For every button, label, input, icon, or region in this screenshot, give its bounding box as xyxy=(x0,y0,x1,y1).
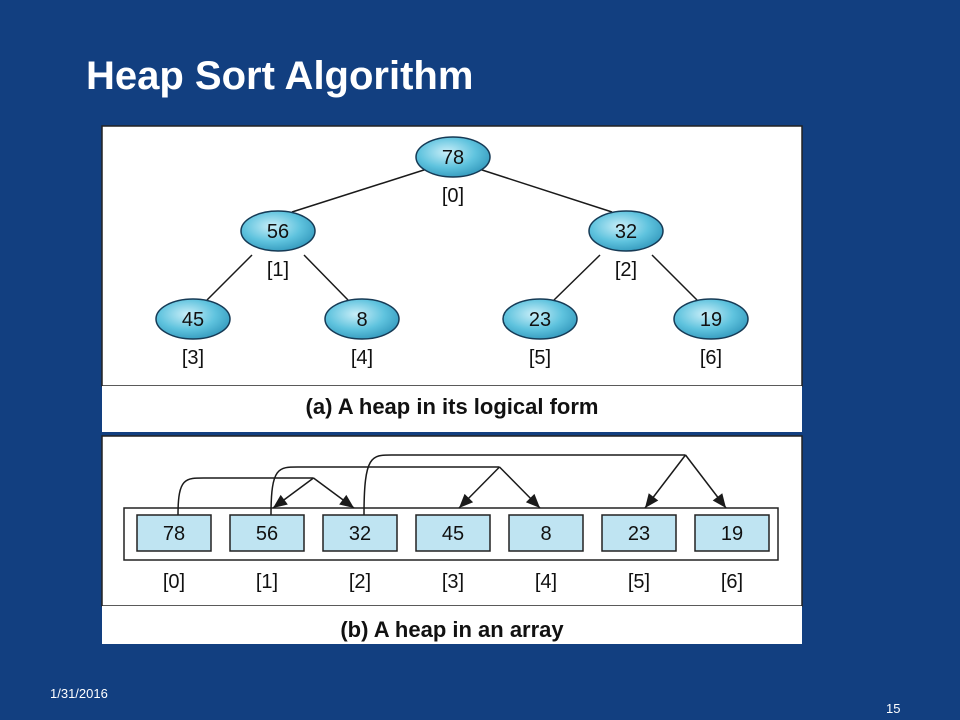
tree-node-ellipse xyxy=(588,210,664,252)
array-arrowhead xyxy=(459,493,474,508)
array-cell: 78 [0] xyxy=(136,514,212,593)
tree-node-ellipse xyxy=(324,298,400,340)
logical-form-panel: 78 [0] 56 [1] 32 [2] 45 [3] 8 [4] 23 [5] 19 [6] (a) A… xyxy=(101,125,803,432)
logical-form-caption-background xyxy=(102,386,802,432)
array-arrowhead xyxy=(712,493,726,508)
array-cell-index: [5] xyxy=(628,571,650,593)
tree-node-value: 56 xyxy=(267,221,289,243)
array-cell-box xyxy=(694,514,770,552)
array-cell-index: [0] xyxy=(163,571,185,593)
array-arrowhead xyxy=(525,493,540,508)
logical-form-caption: (a) A heap in its logical form xyxy=(306,394,599,419)
array-arrow-path xyxy=(363,454,686,516)
tree-edge xyxy=(553,254,601,301)
array-cell-box xyxy=(601,514,677,552)
tree-node-ellipse xyxy=(240,210,316,252)
tree-node-index: [1] xyxy=(267,259,289,281)
tree-node-index: [5] xyxy=(529,347,551,369)
tree-node-value: 45 xyxy=(182,309,204,331)
tree-node-value: 78 xyxy=(442,147,464,169)
tree-edges xyxy=(206,168,698,301)
array-cell-box xyxy=(415,514,491,552)
tree-node: 78 [0] xyxy=(415,136,491,207)
tree-node-index: [6] xyxy=(700,347,722,369)
tree-node-index: [4] xyxy=(351,347,373,369)
tree-node-ellipse xyxy=(502,298,578,340)
tree-edge xyxy=(303,254,349,301)
tree-node-value: 8 xyxy=(356,309,367,331)
slide-title: Heap Sort Algorithm xyxy=(86,54,474,98)
array-cell-value: 45 xyxy=(442,523,464,545)
array-cell-value: 78 xyxy=(163,523,185,545)
tree-edge xyxy=(291,168,428,213)
tree-node: 45 [3] xyxy=(155,298,231,369)
tree-node: 56 [1] xyxy=(240,210,316,281)
tree-node-value: 23 xyxy=(529,309,551,331)
array-arrowhead xyxy=(339,494,354,508)
array-cell-value: 56 xyxy=(256,523,278,545)
array-cell-value: 32 xyxy=(349,523,371,545)
tree-node-ellipse xyxy=(415,136,491,178)
array-cell-index: [6] xyxy=(721,571,743,593)
array-form-caption: (b) A heap in an array xyxy=(340,617,564,642)
array-cell-box xyxy=(508,514,584,552)
array-cell: 56 [1] xyxy=(229,514,305,593)
footer-page-number: 15 xyxy=(886,701,901,716)
array-arrowhead xyxy=(273,494,288,508)
array-cell: 45 [3] xyxy=(415,514,491,593)
tree-edge xyxy=(206,254,253,301)
array-cell-box xyxy=(322,514,398,552)
tree-node-index: [0] xyxy=(442,185,464,207)
tree-node-ellipse xyxy=(155,298,231,340)
array-form-caption-background xyxy=(102,606,802,644)
array-container xyxy=(123,507,779,561)
tree-edge xyxy=(478,168,613,213)
tree-node-value: 32 xyxy=(615,221,637,243)
tree-nodes: 78 [0] 56 [1] 32 [2] 45 [3] 8 [4] 23 [5] 19 [6] xyxy=(155,136,749,369)
array-cell-index: [4] xyxy=(535,571,557,593)
array-cell-value: 23 xyxy=(628,523,650,545)
tree-node-index: [2] xyxy=(615,259,637,281)
tree-edge xyxy=(651,254,698,301)
array-arrow-path xyxy=(270,466,500,516)
tree-node: 23 [5] xyxy=(502,298,578,369)
array-cell-value: 19 xyxy=(721,523,743,545)
tree-node: 19 [6] xyxy=(673,298,749,369)
tree-node: 8 [4] xyxy=(324,298,400,369)
array-cell-index: [1] xyxy=(256,571,278,593)
array-cell-box xyxy=(229,514,305,552)
tree-node-ellipse xyxy=(673,298,749,340)
tree-node-value: 19 xyxy=(700,309,722,331)
array-cell-box xyxy=(136,514,212,552)
tree-node: 32 [2] xyxy=(588,210,664,281)
array-child-arrows xyxy=(177,454,727,516)
array-cell: 8 [4] xyxy=(508,514,584,593)
array-form-panel: 78 [0] 56 [1] 32 [2] 45 [3] 8 [4] 23 [5] 19 [6] (b) A… xyxy=(101,435,803,644)
array-arrow-path xyxy=(177,477,314,516)
array-arrowhead xyxy=(645,493,659,508)
footer-date: 1/31/2016 xyxy=(50,686,108,701)
array-cell-index: [3] xyxy=(442,571,464,593)
array-cell: 32 [2] xyxy=(322,514,398,593)
array-cell: 23 [5] xyxy=(601,514,677,593)
tree-node-index: [3] xyxy=(182,347,204,369)
array-cell-index: [2] xyxy=(349,571,371,593)
array-cell: 19 [6] xyxy=(694,514,770,593)
array-cell-value: 8 xyxy=(540,523,551,545)
array-cells: 78 [0] 56 [1] 32 [2] 45 [3] 8 [4] 23 [5] 19 [6] xyxy=(136,514,770,593)
